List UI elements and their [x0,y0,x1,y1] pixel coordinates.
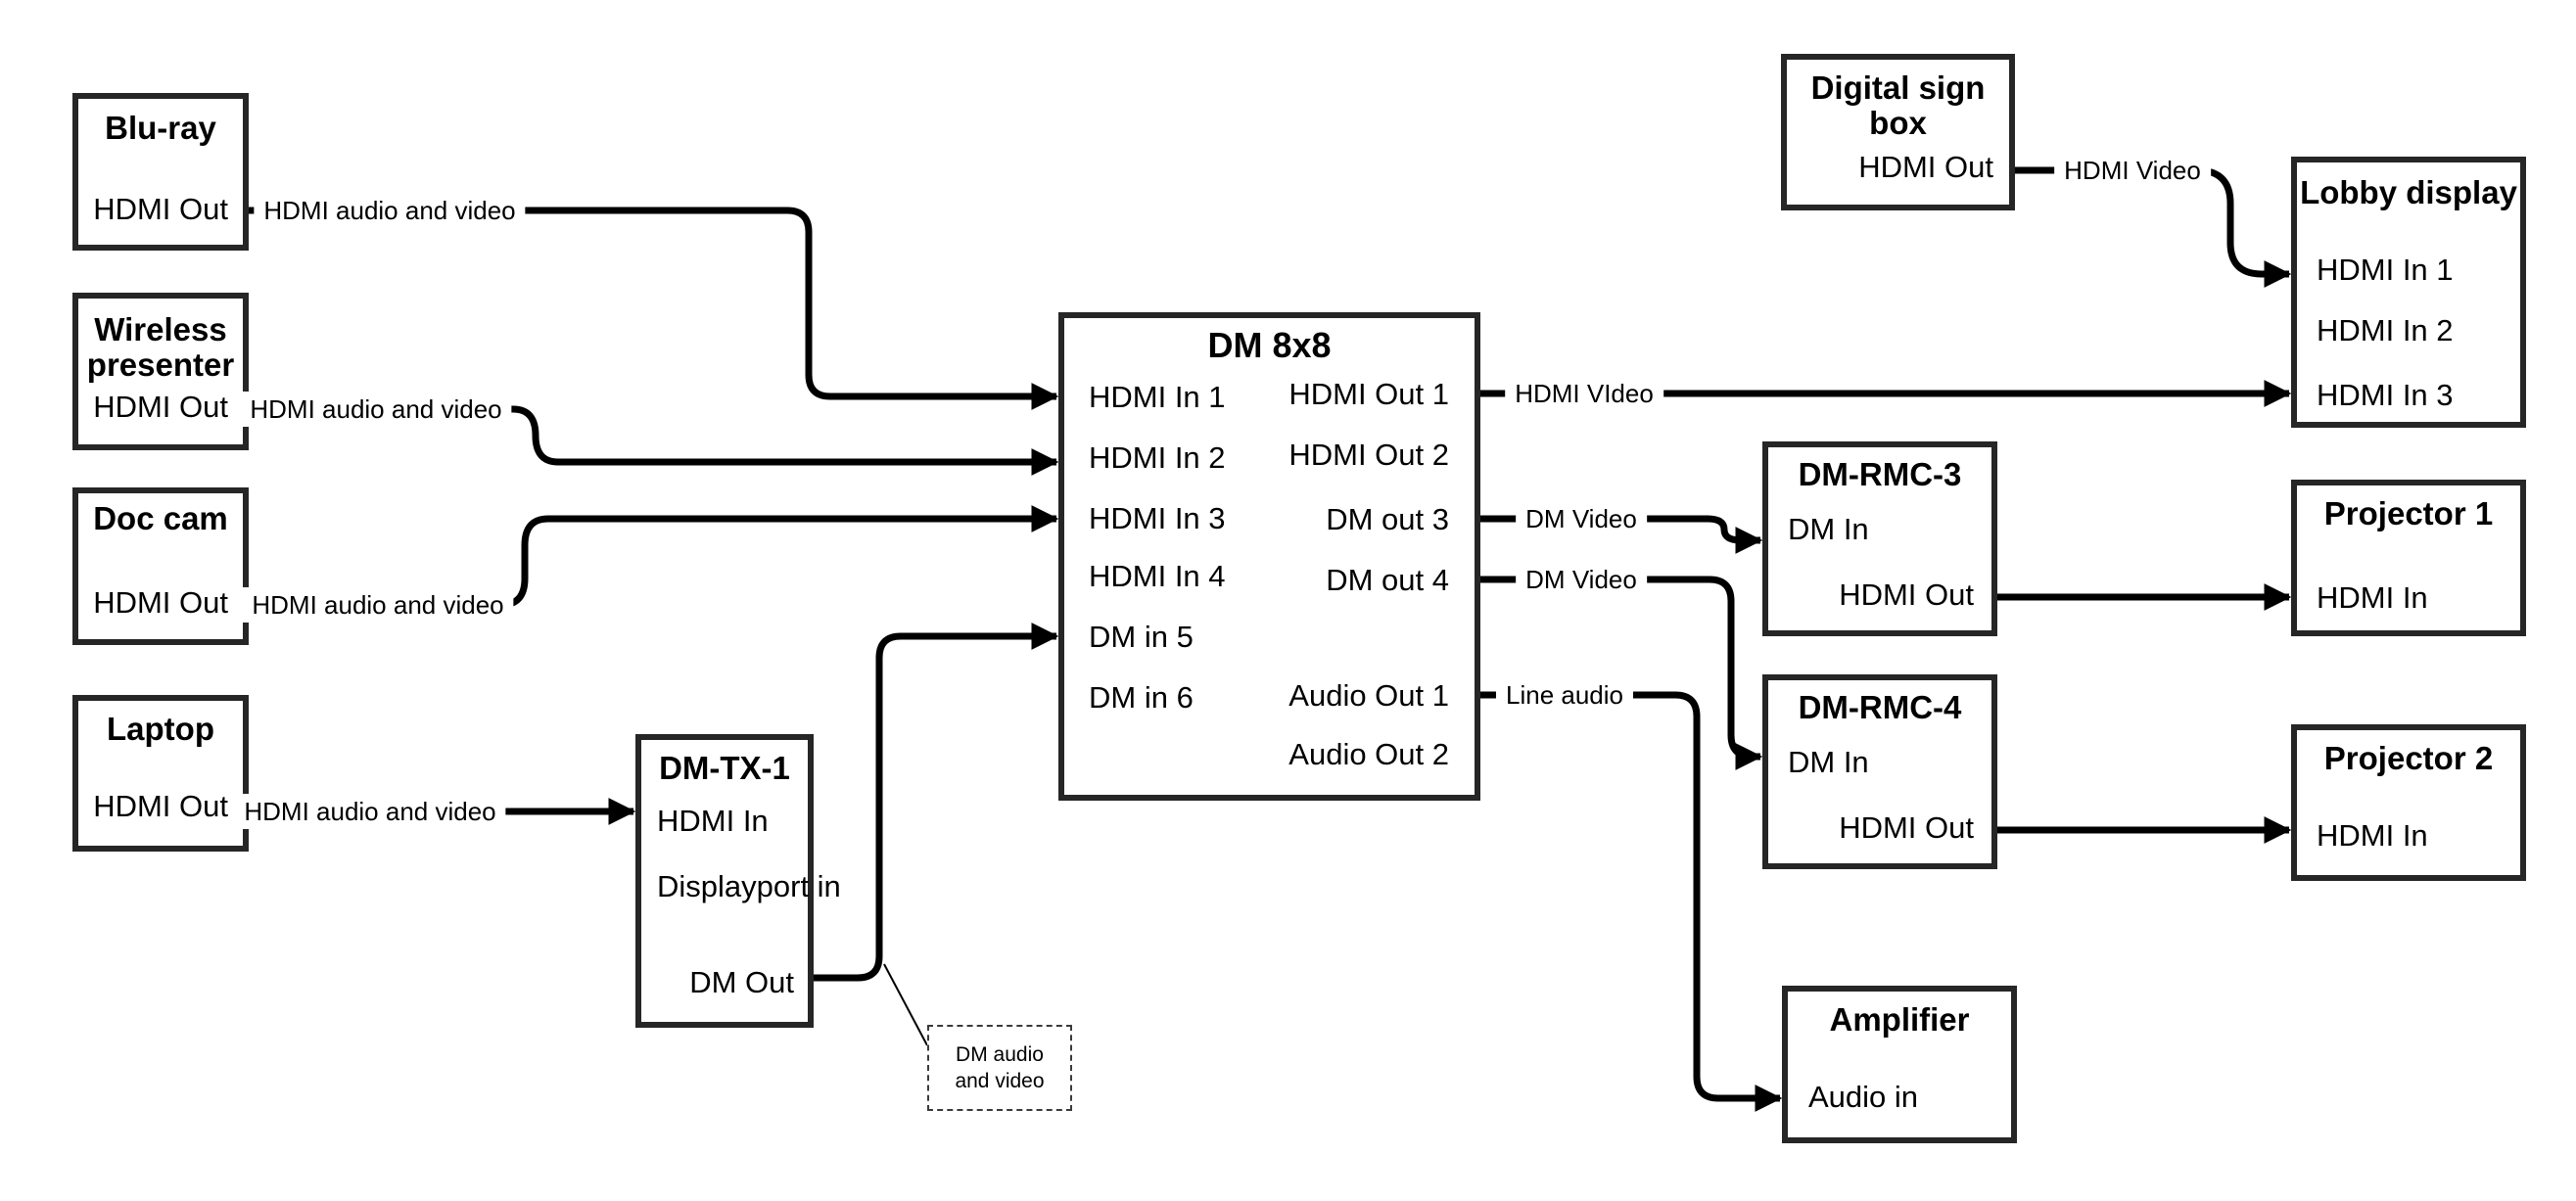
node-title: DM-TX-1 [659,750,790,786]
port-hdmi-in-3: HDMI In 3 [2317,378,2454,412]
port-hdmi-in-1: HDMI In 1 [2317,253,2454,287]
callout-text: DM audio and video [955,1043,1045,1092]
port-audio-out-2: Audio Out 2 [1288,737,1449,771]
port-hdmi-in: HDMI In [2317,818,2428,853]
port-audio-out-1: Audio Out 1 [1288,678,1449,713]
edge-dm8x8-out4-to-rmc4-dmin [1480,576,1763,770]
port-dm-out-3: DM out 3 [1326,502,1449,536]
edge-bluray-to-dm8x8-in1 [249,207,1059,410]
edge-label-wireless: HDMI audio and video [240,392,512,427]
port-hdmi-out: HDMI Out [1839,810,1974,845]
port-hdmi-out: HDMI Out [1858,150,1993,184]
node-amplifier: Amplifier Audio in [1782,986,2017,1143]
callout-dm-audio-and-video: DM audio and video [927,1025,1072,1111]
port-hdmi-in: HDMI In [657,804,769,838]
port-dm-in-6: DM in 6 [1089,680,1194,715]
node-title: DM 8x8 [1207,325,1332,365]
port-hdmi-out: HDMI Out [93,192,228,226]
port-dm-out-4: DM out 4 [1326,563,1449,597]
node-title: Amplifier [1829,1001,1970,1038]
edge-dmtx1-dmout-to-dm8x8-in5 [814,623,1059,982]
port-hdmi-out-1: HDMI Out 1 [1288,377,1449,411]
port-hdmi-out: HDMI Out [1839,577,1974,612]
port-dm-in: DM In [1788,745,1869,779]
edge-dm8x8-audio1-to-amplifier [1480,691,1783,1112]
node-bluray: Blu-ray HDMI Out [72,93,249,251]
port-hdmi-in-2: HDMI In 2 [2317,313,2454,347]
node-title: Laptop [107,711,214,747]
node-lobby-display: Lobby display HDMI In 1 HDMI In 2 HDMI I… [2291,157,2526,428]
port-hdmi-in-1: HDMI In 1 [1089,380,1226,414]
node-title: Wireless presenter [86,311,235,383]
port-dm-in-5: DM in 5 [1089,620,1194,654]
edge-label-dm-out-3: DM Video [1516,501,1647,536]
node-title: Digital sign box [1810,69,1986,141]
node-title: Projector 1 [2323,495,2494,531]
edge-label-laptop: HDMI audio and video [234,794,506,829]
port-hdmi-out: HDMI Out [93,585,228,620]
edge-dm8x8-out3-to-rmc3-dmin [1480,515,1763,554]
port-hdmi-out-2: HDMI Out 2 [1288,438,1449,472]
port-audio-in: Audio in [1808,1080,1919,1114]
node-title: DM-RMC-3 [1798,456,1962,492]
node-title: Doc cam [93,500,228,536]
node-title: Lobby display [2300,174,2517,210]
port-displayport-in: Displayport in [657,869,841,903]
port-hdmi-out: HDMI Out [93,390,228,424]
node-dm-8x8: DM 8x8 HDMI In 1 HDMI In 2 HDMI In 3 HDM… [1058,312,1480,801]
node-dm-rmc-4: DM-RMC-4 DM In HDMI Out [1762,674,1997,869]
node-dm-rmc-3: DM-RMC-3 DM In HDMI Out [1762,441,1997,636]
node-projector-1: Projector 1 HDMI In [2291,480,2526,636]
edge-label-digitalsign: HDMI Video [2054,153,2211,188]
edge-label-bluray: HDMI audio and video [254,193,526,228]
node-projector-2: Projector 2 HDMI In [2291,724,2526,881]
node-title: Projector 2 [2323,740,2494,776]
edge-label-dm-out-4: DM Video [1516,562,1647,597]
port-dm-out: DM Out [689,965,794,999]
node-title: DM-RMC-4 [1798,689,1962,725]
node-digital-sign-box: Digital sign box HDMI Out [1781,54,2015,210]
edge-label-hdmi-out-1: HDMI VIdeo [1505,376,1663,411]
node-wireless-presenter: Wireless presenter HDMI Out [72,293,249,450]
node-dm-tx-1: DM-TX-1 HDMI In Displayport in DM Out [635,734,841,1028]
port-hdmi-out: HDMI Out [93,789,228,823]
node-title: Blu-ray [105,110,216,146]
port-hdmi-in-2: HDMI In 2 [1089,440,1226,475]
callout-leader-line [883,963,928,1046]
port-hdmi-in-4: HDMI In 4 [1089,559,1226,593]
edge-wireless-to-dm8x8-in2 [249,405,1059,476]
port-dm-in: DM In [1788,512,1869,546]
edge-label-line-audio: Line audio [1496,677,1633,713]
edge-label-doccam: HDMI audio and video [242,587,514,623]
port-hdmi-in: HDMI In [2317,580,2428,615]
port-hdmi-in-3: HDMI In 3 [1089,501,1226,535]
node-laptop: Laptop HDMI Out [72,695,249,852]
node-doc-cam: Doc cam HDMI Out [72,487,249,645]
